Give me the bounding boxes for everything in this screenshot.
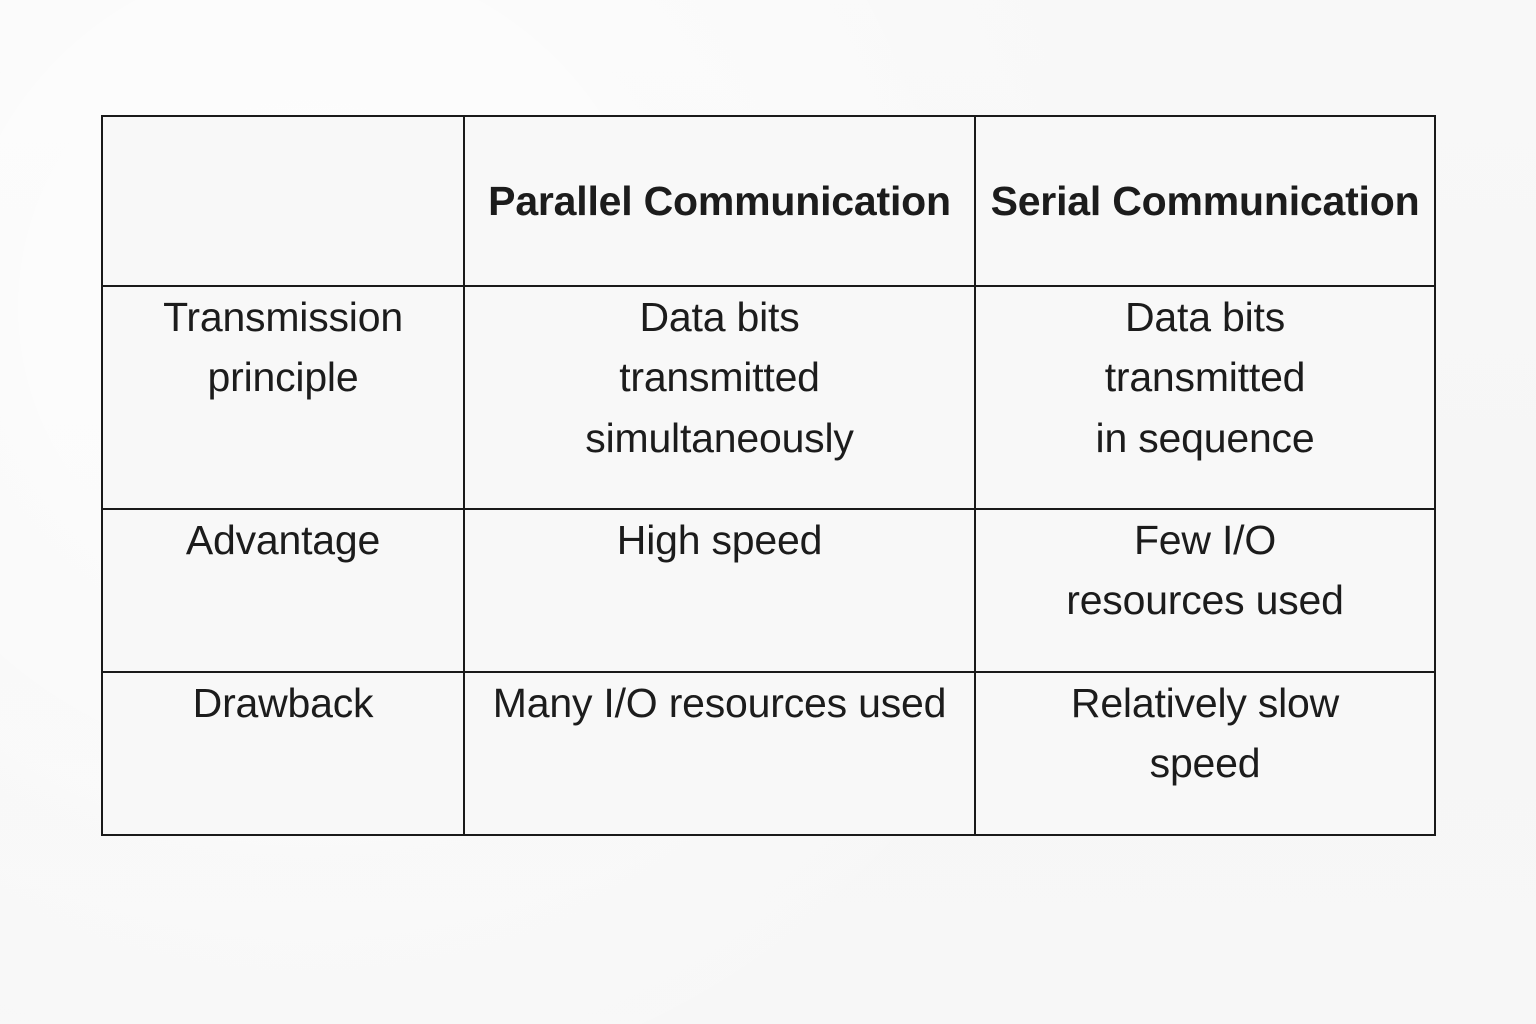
table-body: Transmission principle Data bits transmi…: [101, 285, 1436, 836]
table-row-drawback: Drawback Many I/O resources used Relativ…: [101, 671, 1436, 836]
row-label-advantage: Advantage: [101, 508, 465, 673]
cell-text: Few I/O resources used: [1066, 517, 1344, 624]
cell-text: Relatively slow speed: [1070, 680, 1340, 787]
comparison-table-container: Parallel Communication Serial Communicat…: [101, 115, 1436, 836]
cell-text: Data bits transmitted simultaneously: [585, 294, 854, 461]
table-row-transmission-principle: Transmission principle Data bits transmi…: [101, 285, 1436, 510]
table-row-advantage: Advantage High speed Few I/O resources u…: [101, 508, 1436, 673]
cell-parallel-advantage: High speed: [463, 508, 976, 673]
row-label-transmission-principle: Transmission principle: [101, 285, 465, 510]
column-header-serial-communication: Serial Communication: [974, 115, 1436, 287]
row-label-drawback: Drawback: [101, 671, 465, 836]
cell-text: High speed: [616, 517, 823, 563]
cell-parallel-drawback: Many I/O resources used: [463, 671, 976, 836]
column-header-parallel-communication: Parallel Communication: [463, 115, 976, 287]
cell-serial-transmission-principle: Data bits transmitted in sequence: [974, 285, 1436, 510]
table-header: Parallel Communication Serial Communicat…: [101, 115, 1436, 287]
table-corner-cell: [101, 115, 465, 287]
cell-text: Many I/O resources used: [492, 680, 947, 726]
cell-text: Advantage: [185, 517, 381, 563]
cell-text: Drawback: [192, 680, 374, 726]
cell-serial-drawback: Relatively slow speed: [974, 671, 1436, 836]
comparison-table: Parallel Communication Serial Communicat…: [101, 115, 1436, 836]
cell-parallel-transmission-principle: Data bits transmitted simultaneously: [463, 285, 976, 510]
cell-text: Transmission principle: [163, 294, 403, 401]
cell-text: Data bits transmitted in sequence: [1095, 294, 1315, 461]
cell-serial-advantage: Few I/O resources used: [974, 508, 1436, 673]
table-header-row: Parallel Communication Serial Communicat…: [101, 115, 1436, 287]
